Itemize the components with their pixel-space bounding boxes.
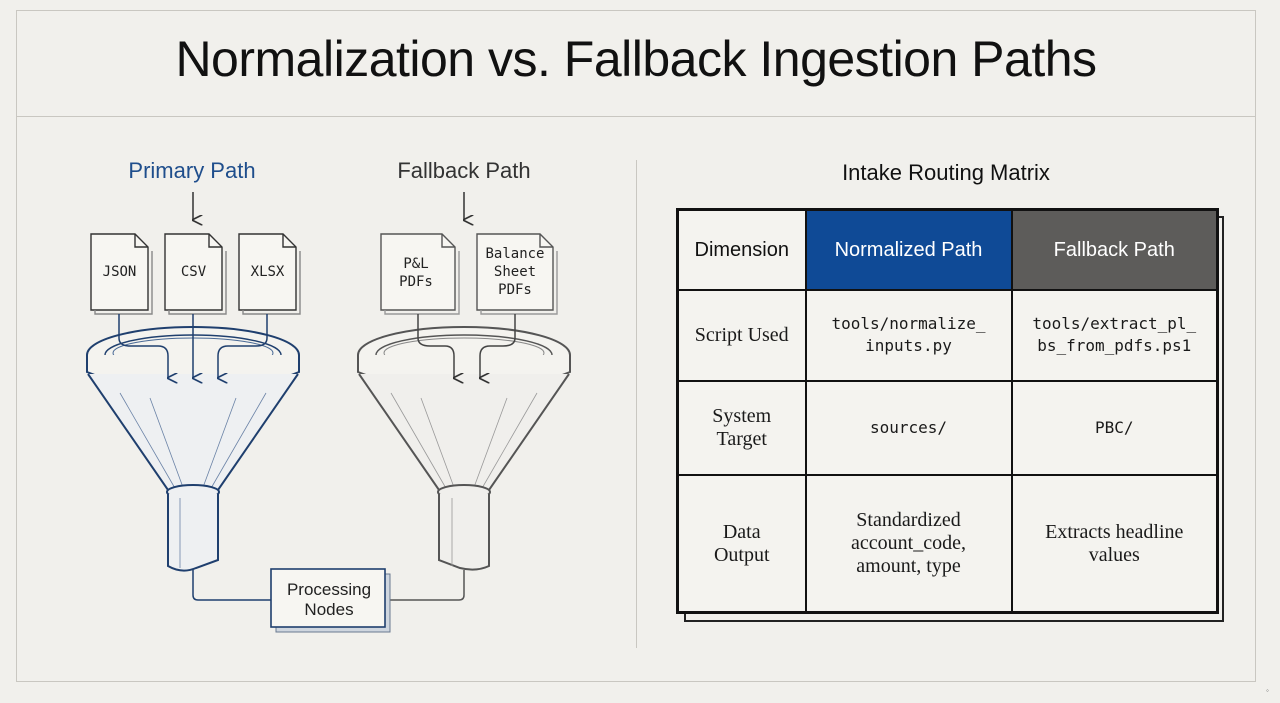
header-normalized-path: Normalized Path: [804, 208, 1013, 291]
cell-fallback-script: tools/extract_pl_ bs_from_pdfs.ps1: [1010, 289, 1219, 382]
balance-sheet-pdfs-file-label: Balance Sheet PDFs: [485, 246, 545, 298]
row-label-system-target: System Target: [676, 379, 807, 477]
fallback-path-label: Fallback Path: [397, 158, 531, 183]
routing-matrix: Dimension Normalized Path Fallback Path …: [676, 208, 1224, 622]
cell-normalized-output: Standardized account_code, amount, type: [804, 474, 1013, 614]
table-row: Script Used tools/normalize_ inputs.py t…: [676, 289, 1219, 382]
cell-fallback-output: Extracts headline values: [1010, 474, 1219, 614]
cell-fallback-target: PBC/: [1010, 379, 1219, 477]
table-header-row: Dimension Normalized Path Fallback Path: [676, 208, 1219, 291]
balance-sheet-pdf-file-icon: [476, 233, 558, 315]
csv-file-label: CSV: [180, 264, 207, 280]
csv-file-icon: [164, 233, 227, 315]
processing-nodes-box: [270, 568, 391, 633]
header-dimension: Dimension: [676, 208, 807, 291]
fallback-flow-arrows: [417, 314, 516, 378]
routing-matrix-table: Dimension Normalized Path Fallback Path …: [676, 208, 1219, 614]
primary-flow-arrows: [118, 314, 268, 378]
xlsx-file-label: XLSX: [250, 264, 285, 280]
primary-to-processing-connector: [192, 570, 272, 601]
primary-path-label: Primary Path: [128, 158, 256, 183]
row-label-data-output: Data Output: [676, 474, 807, 614]
cell-normalized-output-text: Standardized account_code, amount, type: [851, 509, 966, 578]
title-divider: [16, 116, 1256, 117]
cell-normalized-target: sources/: [804, 379, 1013, 477]
json-file-icon: [90, 233, 153, 315]
pl-pdf-file-icon: [380, 233, 460, 315]
slide-frame: [16, 10, 1256, 682]
header-fallback-path: Fallback Path: [1010, 208, 1219, 291]
fallback-funnel: [357, 326, 571, 571]
json-file-label: JSON: [102, 264, 137, 280]
corner-mark: ◦: [1266, 686, 1269, 695]
section-divider: [636, 160, 637, 648]
table-row: Data Output Standardized account_code, a…: [676, 474, 1219, 614]
matrix-title: Intake Routing Matrix: [842, 160, 1050, 185]
page-title: Normalization vs. Fallback Ingestion Pat…: [175, 31, 1097, 87]
fallback-to-processing-connector: [386, 570, 465, 601]
table-row: System Target sources/ PBC/: [676, 379, 1219, 477]
ingestion-diagram: [86, 192, 571, 633]
row-label-script-used: Script Used: [676, 289, 807, 382]
pl-pdfs-file-label: P&L PDFs: [399, 256, 433, 290]
processing-nodes-label: Processing Nodes: [286, 580, 372, 619]
cell-normalized-script: tools/normalize_ inputs.py: [804, 289, 1013, 382]
xlsx-file-icon: [238, 233, 301, 315]
